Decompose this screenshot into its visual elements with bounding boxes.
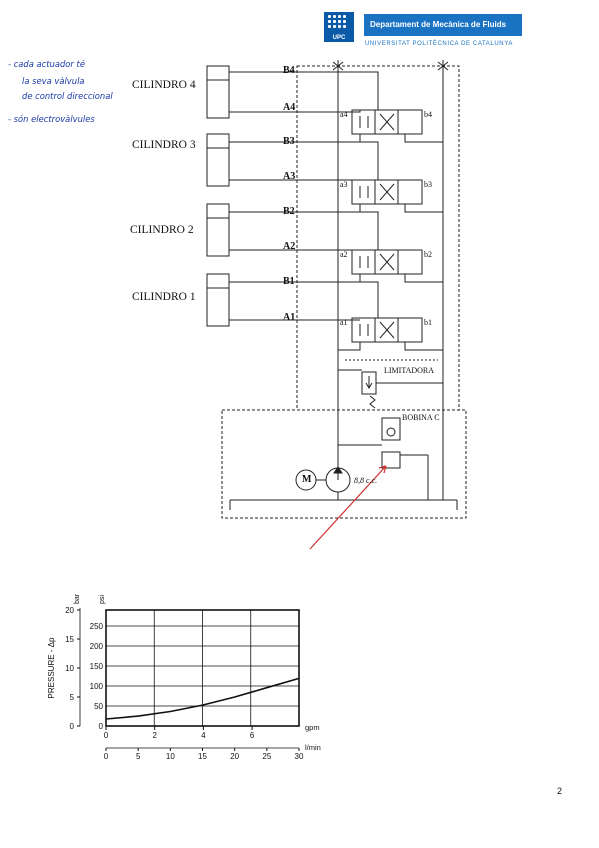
limiter-label: LIMITADORA: [384, 366, 435, 375]
lmin-tick-label: 0: [104, 752, 109, 761]
valve-a2-label: a2: [340, 250, 348, 259]
bar-tick-label: 10: [65, 664, 74, 673]
upc-logo: UPC: [324, 12, 354, 42]
note-line-4: - són electrovàlvules: [8, 114, 95, 124]
page-number: 2: [557, 786, 563, 796]
logo-text: UPC: [332, 35, 346, 41]
logo-dots: [328, 15, 350, 33]
coil-label: BOBINA C: [402, 413, 440, 422]
psi-tick-label: 50: [94, 702, 103, 711]
y-axis-title: PRESSURE - Δp: [47, 637, 56, 698]
valve-b2-label: b2: [424, 250, 432, 259]
valve-a3-label: a3: [340, 180, 348, 189]
cylinder-4-label: CILINDRO 4: [132, 79, 196, 91]
gpm-tick-label: 4: [201, 731, 206, 740]
valve-a4-label: a4: [340, 110, 348, 119]
bar-tick-label: 0: [70, 722, 75, 731]
bar-tick-label: 15: [65, 635, 74, 644]
gpm-unit-label: gpm: [305, 723, 320, 732]
port-a2: A2: [283, 241, 296, 252]
port-a4: A4: [283, 102, 296, 113]
port-a1: A1: [283, 312, 296, 323]
university-name: UNIVERSITAT POLITÈCNICA DE CATALUNYA: [365, 41, 513, 47]
bar-tick-label: 5: [70, 693, 75, 702]
note-line-1: - cada actuador té: [8, 59, 85, 69]
department-name: Departament de Mecànica de Fluids: [364, 14, 522, 36]
coil-valve-and-pump: [295, 417, 429, 500]
gpm-tick-label: 6: [250, 731, 255, 740]
valve-b4-label: b4: [424, 110, 432, 119]
psi-tick-label: 150: [90, 662, 104, 671]
lmin-tick-label: 20: [230, 752, 239, 761]
lmin-tick-label: 5: [136, 752, 141, 761]
lmin-tick-label: 25: [262, 752, 271, 761]
psi-tick-label: 100: [90, 682, 104, 691]
note-line-2: la seva vàlvula: [22, 76, 85, 86]
port-b4: B4: [283, 65, 295, 76]
lmin-tick-label: 15: [198, 752, 207, 761]
cylinder-group-4: [206, 65, 443, 143]
lmin-unit-label: l/min: [305, 743, 321, 752]
bar-tick-label: 20: [65, 606, 74, 615]
port-b2: B2: [283, 206, 295, 217]
note-line-3: de control direccional: [22, 91, 113, 101]
pump-label: 8,8 c.c.: [354, 476, 378, 485]
cylinder-group-3: [206, 133, 443, 213]
red-annotation-arrow: [309, 465, 387, 550]
cylinder-3-label: CILINDRO 3: [132, 139, 196, 151]
bar-unit-label: bar: [74, 593, 81, 604]
port-b3: B3: [283, 136, 295, 147]
pressure-curve: [105, 677, 300, 720]
motor-label: M: [302, 474, 312, 485]
power-unit-frame: [221, 409, 467, 519]
gpm-tick-label: 2: [152, 731, 157, 740]
valve-b1-label: b1: [424, 318, 432, 327]
cylinder-group-1: [206, 273, 443, 361]
psi-unit-label: psi: [99, 595, 106, 604]
hydraulic-circuit-diagram: [206, 60, 467, 550]
psi-tick-label: 0: [99, 722, 104, 731]
pressure-limiter-valve: [338, 369, 443, 409]
lmin-tick-label: 30: [295, 752, 304, 761]
psi-tick-label: 250: [90, 622, 104, 631]
cylinder-group-2: [206, 203, 443, 283]
psi-tick-label: 200: [90, 642, 104, 651]
port-b1: B1: [283, 276, 295, 287]
cylinder-1-label: CILINDRO 1: [132, 291, 196, 303]
valve-a1-label: a1: [340, 318, 348, 327]
valve-b3-label: b3: [424, 180, 432, 189]
port-a3: A3: [283, 171, 296, 182]
lmin-tick-label: 10: [166, 752, 175, 761]
gpm-tick-label: 0: [104, 731, 109, 740]
cylinder-2-label: CILINDRO 2: [130, 224, 194, 236]
